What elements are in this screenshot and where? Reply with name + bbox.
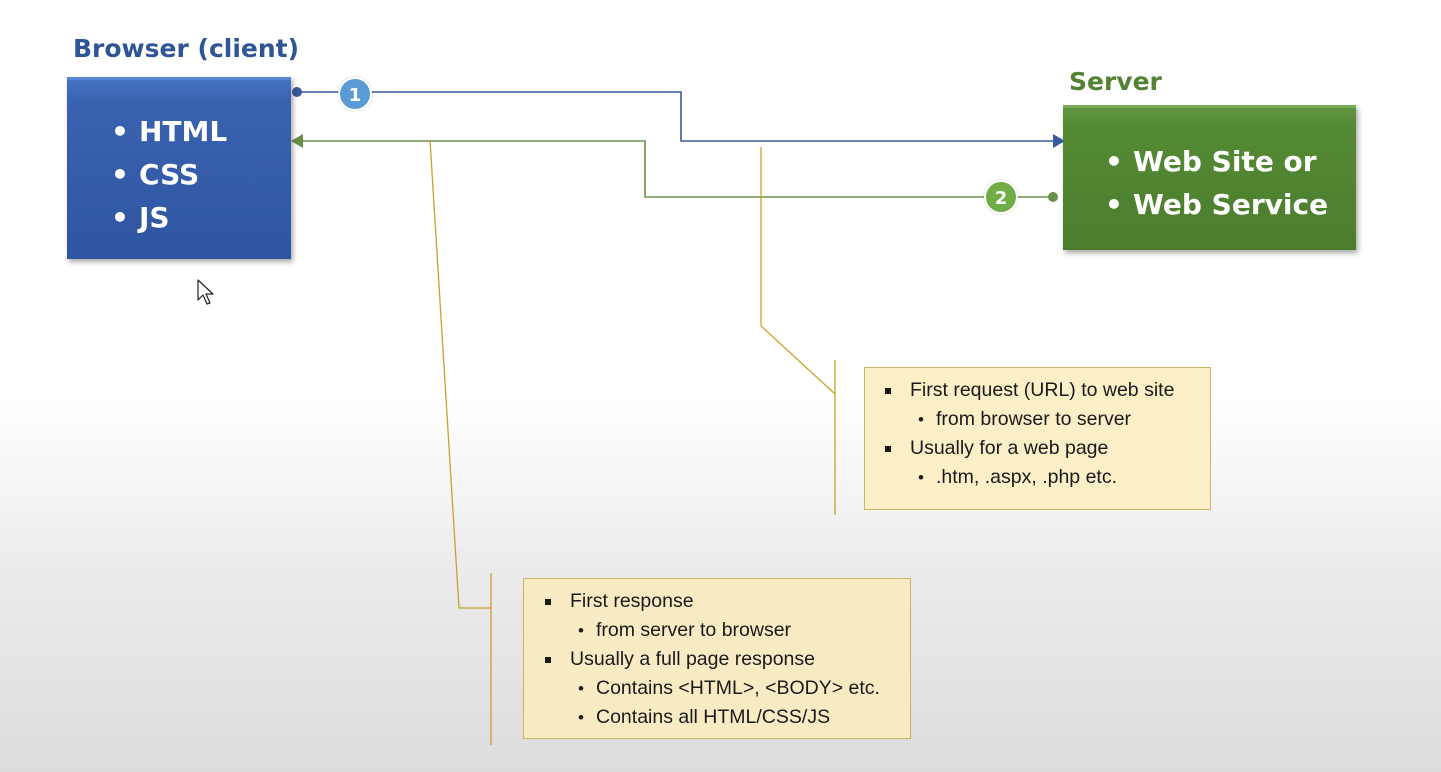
client-item-html: HTML <box>111 110 227 153</box>
request-note-item: First request (URL) to web site <box>881 376 1210 405</box>
server-item-web-site: Web Site or <box>1105 140 1328 183</box>
request-connector <box>292 87 1065 148</box>
server-items-list: Web Site or Web Service <box>1105 140 1328 226</box>
response-note-subitem: Contains <HTML>, <BODY> etc. <box>541 674 910 703</box>
browser-client-box: HTML CSS JS <box>67 77 291 259</box>
client-item-css: CSS <box>111 153 227 196</box>
request-note-subitem: from browser to server <box>881 405 1210 434</box>
request-note-subitem: .htm, .aspx, .php etc. <box>881 463 1210 492</box>
server-title: Server <box>1069 67 1162 96</box>
response-callout-line <box>429 139 492 745</box>
client-tech-list: HTML CSS JS <box>111 110 227 239</box>
response-note-subitem: Contains all HTML/CSS/JS <box>541 703 910 732</box>
mouse-cursor-icon <box>197 279 214 305</box>
response-note: First response from server to browser Us… <box>523 578 911 739</box>
step-1-badge: 1 <box>338 77 372 111</box>
response-note-item: First response <box>541 587 910 616</box>
client-title: Browser (client) <box>73 34 300 63</box>
request-callout-line <box>760 147 836 515</box>
response-note-subitem: from server to browser <box>541 616 910 645</box>
request-note: First request (URL) to web site from bro… <box>864 367 1211 510</box>
server-item-web-service: Web Service <box>1105 183 1328 226</box>
request-note-item: Usually for a web page <box>881 434 1210 463</box>
response-connector <box>291 134 1058 202</box>
client-item-js: JS <box>111 196 227 239</box>
server-box: Web Site or Web Service <box>1063 105 1356 250</box>
step-2-badge: 2 <box>984 180 1018 214</box>
response-note-item: Usually a full page response <box>541 645 910 674</box>
